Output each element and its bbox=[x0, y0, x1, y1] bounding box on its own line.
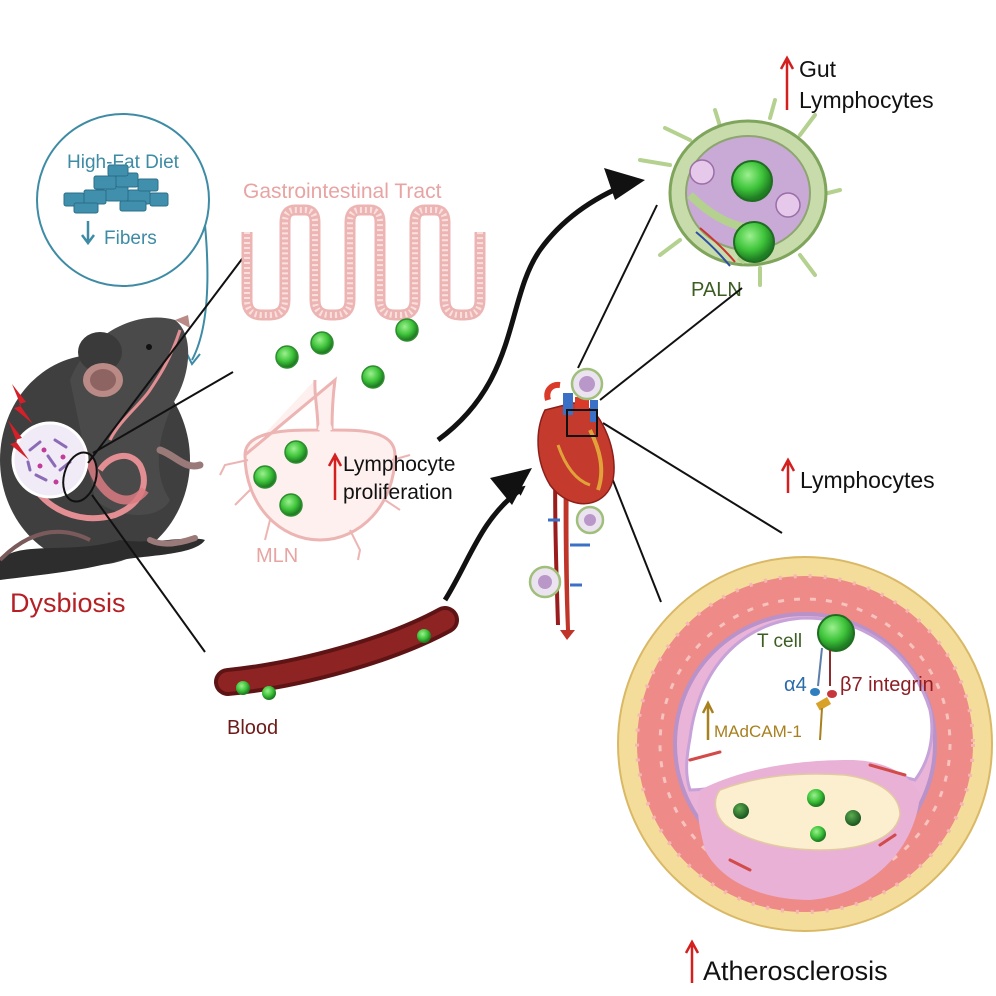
alpha4-label: α4 bbox=[784, 674, 807, 696]
mln-node: MLN bbox=[219, 376, 411, 567]
lymphocyte bbox=[733, 803, 749, 819]
up-arrow-icon bbox=[779, 55, 795, 110]
beta7-label: β7 integrin bbox=[840, 674, 934, 696]
gut-line2: Lymphocytes bbox=[799, 87, 934, 113]
diet-title: High-Fat Diet bbox=[67, 152, 180, 173]
lymphocyte bbox=[253, 465, 277, 489]
lumen-lymphocytes bbox=[275, 318, 419, 389]
proliferation-line1: Lymphocyte bbox=[343, 453, 455, 476]
lightning-icon bbox=[8, 384, 33, 460]
lymphocyte bbox=[262, 686, 276, 700]
artery-cross-section: T cell α4 β7 integrin MAdCAM-1 bbox=[617, 556, 993, 932]
fibers-label: Fibers bbox=[104, 228, 157, 249]
lymphocyte bbox=[284, 440, 308, 464]
gut-line1: Gut bbox=[799, 56, 837, 82]
arrow-to-heart bbox=[442, 485, 526, 602]
lymphocytes-label: Lymphocytes bbox=[800, 467, 935, 493]
lymphocyte bbox=[310, 331, 334, 355]
food-cubes-icon bbox=[63, 164, 169, 214]
dysbiosis-label: Dysbiosis bbox=[10, 588, 126, 618]
gi-title: Gastrointestinal Tract bbox=[243, 180, 442, 203]
paln-label: PALN bbox=[691, 279, 742, 301]
madcam-label: MAdCAM-1 bbox=[714, 722, 802, 741]
paln-node: PALN bbox=[638, 98, 842, 301]
mln-label: MLN bbox=[256, 545, 298, 567]
blood-vessel: Blood bbox=[214, 606, 459, 739]
down-arrow-icon bbox=[81, 221, 95, 246]
proliferation-line2: proliferation bbox=[343, 481, 453, 504]
up-arrow-icon bbox=[701, 700, 715, 740]
up-arrow-icon bbox=[327, 452, 343, 500]
lymphocyte bbox=[810, 826, 826, 842]
up-arrow-icon bbox=[780, 457, 796, 493]
blood-label: Blood bbox=[227, 717, 278, 739]
lymphocyte bbox=[236, 681, 250, 695]
lymphocyte bbox=[395, 318, 419, 342]
lymphocyte bbox=[361, 365, 385, 389]
mouse-illustration bbox=[0, 315, 205, 580]
gi-tract: Gastrointestinal Tract bbox=[241, 180, 486, 321]
arrow-to-paln bbox=[436, 179, 637, 443]
lymphocyte bbox=[275, 345, 299, 369]
up-arrow-icon bbox=[684, 939, 700, 983]
t-cell-label: T cell bbox=[757, 631, 802, 652]
lymphocyte bbox=[807, 789, 825, 807]
atherosclerosis-label: Atherosclerosis bbox=[703, 956, 888, 986]
lymphocyte bbox=[417, 629, 431, 643]
lymphocyte bbox=[845, 810, 861, 826]
lymphocyte bbox=[279, 493, 303, 517]
heart-aorta bbox=[528, 367, 615, 640]
microbiome-inset bbox=[11, 421, 89, 499]
diet-bubble: High-Fat Diet Fibers bbox=[36, 113, 210, 366]
t-cell bbox=[817, 614, 855, 652]
